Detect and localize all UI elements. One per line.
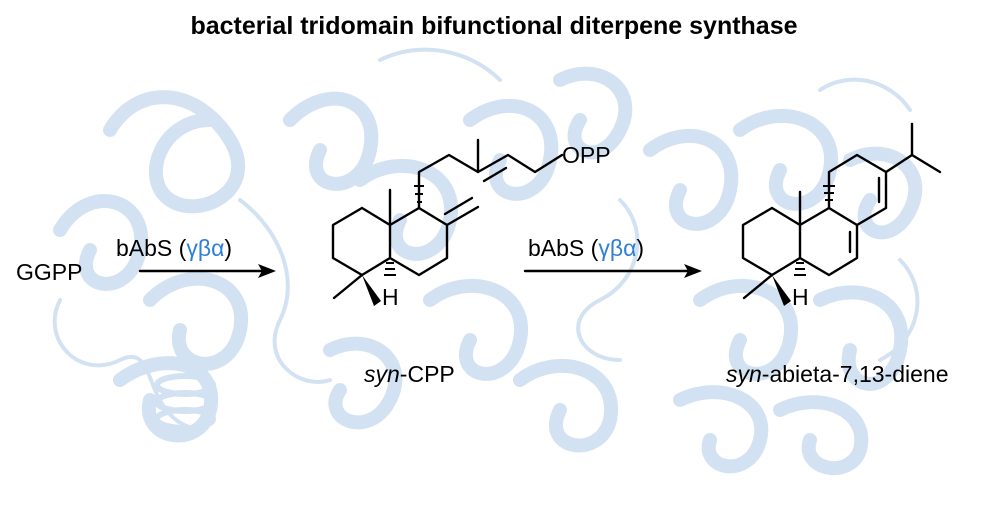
cpp-h-label: H (382, 284, 399, 310)
reaction-arrow-2 (523, 264, 702, 278)
enzyme-label-1: bAbS (γβα) (116, 235, 232, 261)
product-h-label: H (792, 284, 809, 310)
intermediate-label: syn-CPP (364, 361, 455, 387)
beta-domain: β (198, 235, 211, 261)
beta-domain: β (610, 235, 623, 261)
enzyme-label-2: bAbS (γβα) (528, 235, 644, 261)
scheme-title: bacterial tridomain bifunctional diterpe… (190, 12, 797, 40)
product-label: syn-abieta-7,13-diene (726, 361, 948, 387)
reaction-arrow-1 (138, 264, 276, 278)
alpha-domain: α (623, 235, 636, 261)
alpha-domain: α (211, 235, 224, 261)
syn-cpp-structure: H OPP (331, 138, 611, 310)
abietadiene-structure: H (741, 122, 942, 310)
substrate-label: GGPP (16, 259, 82, 285)
gamma-domain: γ (598, 235, 610, 261)
gamma-domain: γ (186, 235, 198, 261)
opp-label: OPP (562, 142, 611, 168)
